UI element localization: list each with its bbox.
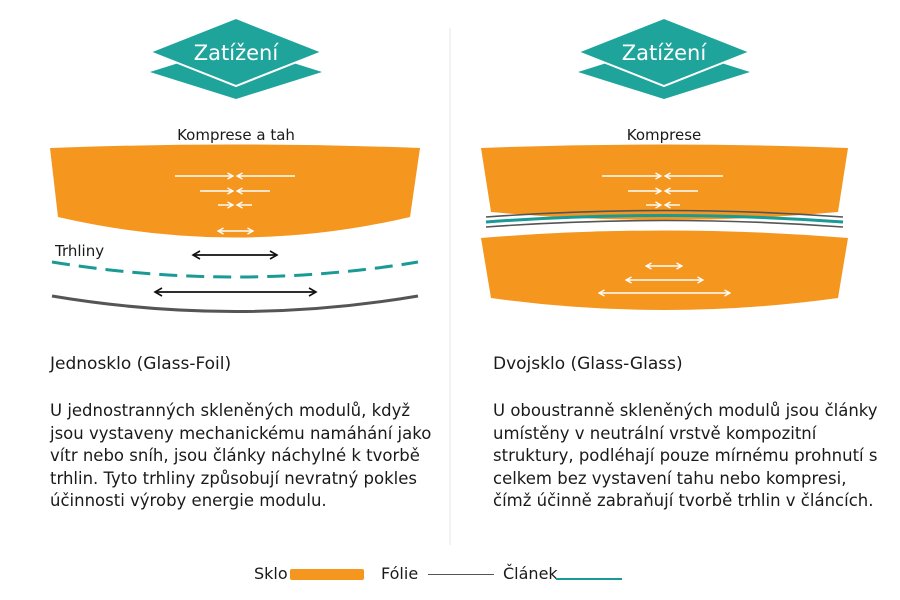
legend-foil-line	[428, 574, 494, 575]
right-tension-arrows	[597, 262, 732, 297]
right-cell-layer	[485, 214, 844, 224]
right-load-badge-upper	[575, 16, 753, 88]
left-foil-layer	[51, 294, 419, 313]
right-upper-glass-layer	[481, 144, 848, 220]
right-load-label: Zatížení	[622, 41, 708, 65]
right-stress-label: Komprese	[627, 126, 702, 144]
left-glass-layer	[50, 144, 420, 238]
left-load-badge: Zatížení	[147, 16, 325, 99]
right-compression-arrows	[602, 172, 723, 209]
left-cracked-cell-layer	[51, 260, 419, 279]
legend-cell-label: Článek	[503, 564, 558, 583]
right-foil-line-lower	[485, 219, 844, 228]
right-panel-title: Dvojsklo (Glass-Glass)	[493, 354, 683, 374]
right-panel-description: U oboustranně skleněných modulů jsou člá…	[493, 401, 878, 510]
legend-glass-label: Sklo	[254, 564, 288, 583]
right-foil-line-upper	[485, 209, 844, 218]
left-stress-label: Komprese a tah	[177, 126, 295, 144]
right-lower-glass-layer	[481, 230, 848, 310]
right-load-badge: Zatížení	[575, 16, 753, 99]
left-panel-title: Jednosklo (Glass-Foil)	[50, 354, 232, 374]
legend-foil-label: Fólie	[381, 564, 419, 583]
legend-glass-swatch	[290, 569, 364, 580]
left-load-badge-upper	[147, 16, 325, 88]
legend-cell-line	[556, 578, 622, 580]
legend: Sklo Fólie Článek	[0, 562, 900, 588]
left-load-label: Zatížení	[194, 41, 280, 65]
left-panel-description: U jednostranných skleněných modulů, když…	[50, 401, 432, 510]
left-compression-arrows	[175, 172, 295, 209]
left-crack-label: Trhliny	[54, 242, 104, 260]
